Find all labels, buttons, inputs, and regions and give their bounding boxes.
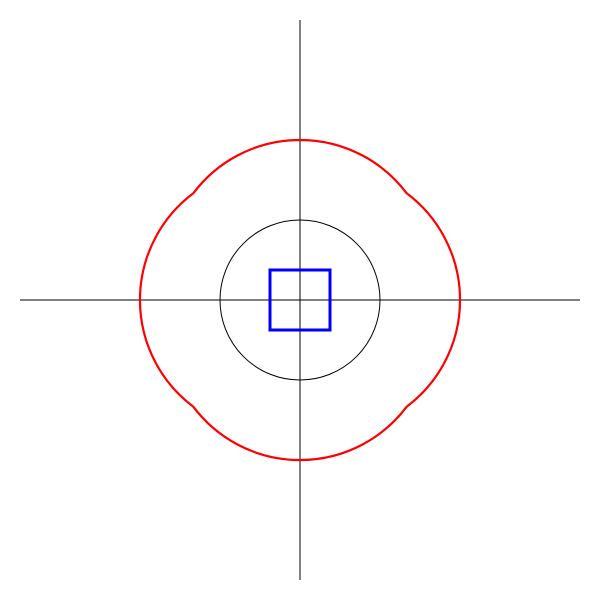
- blue-square: [268, 268, 332, 332]
- central-circle: [219, 219, 381, 381]
- four-lobed-curve: [138, 138, 462, 462]
